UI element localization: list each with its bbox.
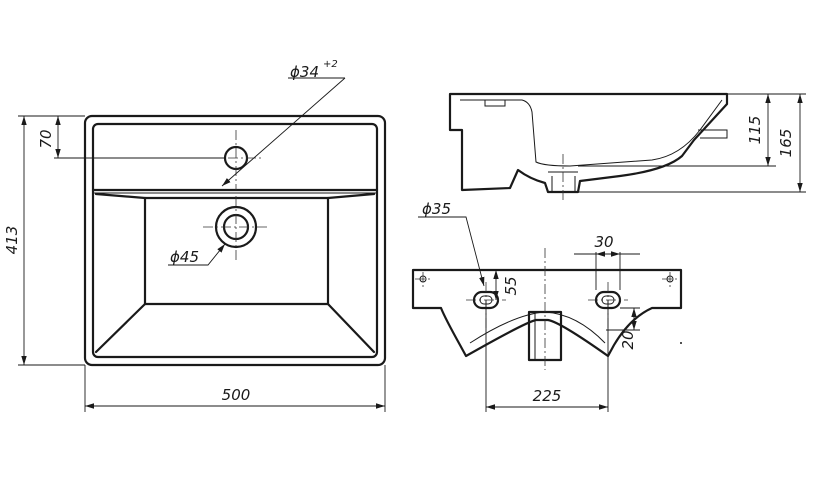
basin-slopes: [94, 192, 376, 354]
fixing-spacing-label: 225: [533, 387, 562, 405]
overflow-label: 20: [619, 330, 637, 349]
depth-label: 413: [3, 226, 21, 255]
fixing-hole-label: ϕ35: [422, 200, 451, 218]
tap-hole-label: ϕ34: [290, 63, 319, 81]
tap-offset-label: 70: [37, 129, 55, 148]
bowl-depth-label: 115: [746, 116, 764, 145]
rear-view: ϕ35 55 30 225 20: [411, 200, 683, 412]
bowl-inner-profile: [460, 99, 723, 167]
slot-width-label: 30: [594, 233, 613, 251]
side-view: 115 165: [448, 92, 806, 200]
rear-center-lines: [415, 248, 678, 370]
bowl-curve: [469, 311, 606, 344]
total-height-label: 165: [777, 129, 795, 158]
basin-bottom: [143, 196, 330, 306]
sink-inner-rim: [91, 122, 379, 359]
width-label: 500: [222, 386, 251, 404]
tap-hole-tolerance: +2: [323, 59, 338, 70]
overflow-lip: [698, 129, 728, 139]
sink-outer-outline: [83, 114, 387, 367]
sink-section-outline: [448, 92, 729, 194]
fixing-hole-height-label: 55: [502, 276, 520, 295]
top-view: ϕ34 +2 ϕ45 70 413 500: [3, 59, 387, 412]
center-lines: [203, 130, 270, 260]
rear-outline: [411, 268, 683, 358]
drain-label: ϕ45: [170, 248, 199, 266]
